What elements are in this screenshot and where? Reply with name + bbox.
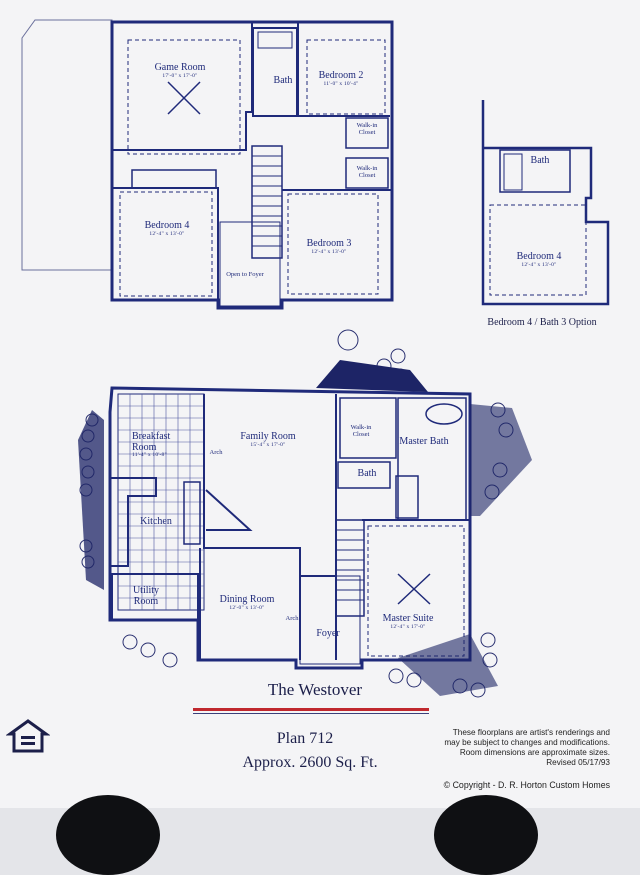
room-bath-lower: Bath [357, 468, 377, 479]
disclaimer-line: These floorplans are artist's renderings… [452, 728, 610, 737]
room-bath-upper: Bath [273, 75, 293, 86]
note-arch-2: Arch [285, 615, 299, 622]
note-arch-1: Arch [209, 449, 223, 456]
room-kitchen: Kitchen [140, 516, 172, 527]
option-caption: Bedroom 4 / Bath 3 Option [487, 317, 597, 328]
room-foyer: Foyer [316, 628, 340, 639]
room-game-room: Game Room 17'-0" x 17'-0" [154, 62, 206, 79]
disclaimer-line: may be subject to changes and modificati… [444, 738, 610, 747]
plan-number: Plan 712 [276, 730, 334, 747]
foreground-object-right [434, 795, 538, 875]
note-walk-in-closet-lower: Walk-in Closet [350, 424, 372, 438]
room-utility: Utility Room [132, 585, 160, 607]
option-room-bath: Bath [530, 155, 550, 166]
foreground-object-left [56, 795, 160, 875]
option-room-bedroom-4: Bedroom 4 12'-4" x 13'-0" [516, 251, 562, 268]
square-footage: Approx. 2600 Sq. Ft. [242, 754, 378, 771]
note-walk-in-closet-1: Walk-in Closet [356, 122, 378, 136]
room-bedroom-3: Bedroom 3 12'-4" x 13'-0" [306, 238, 352, 255]
floorplan-drawing [21, 19, 610, 714]
title-underline [193, 708, 429, 711]
room-master-suite: Master Suite 12'-4" x 17'-0" [382, 613, 434, 630]
disclaimer-line: Room dimensions are approximate sizes. [459, 748, 610, 757]
room-master-bath: Master Bath [399, 436, 449, 447]
revision-date: Revised 05/17/93 [546, 758, 610, 767]
room-breakfast-room: Breakfast Room 11'-4" x 10'-8" [132, 431, 171, 458]
ceiling-fan-icon [167, 81, 431, 605]
note-open-to-foyer: Open to Foyer [226, 271, 264, 278]
room-bedroom-4-upper: Bedroom 4 12'-4" x 13'-0" [144, 220, 190, 237]
equal-housing-opportunity-icon [6, 719, 50, 753]
note-walk-in-closet-2: Walk-in Closet [356, 165, 378, 179]
room-family-room: Family Room 15'-4" x 17'-0" [240, 431, 296, 448]
disclaimer: These floorplans are artist's renderings… [404, 728, 610, 768]
room-bedroom-2: Bedroom 2 11'-0" x 10'-4" [318, 70, 364, 87]
room-dining-room: Dining Room 12'-0" x 13'-0" [219, 594, 275, 611]
plan-title: The Westover [267, 680, 363, 699]
copyright: © Copyright - D. R. Horton Custom Homes [443, 780, 610, 790]
floorplan-sheet [0, 0, 640, 808]
